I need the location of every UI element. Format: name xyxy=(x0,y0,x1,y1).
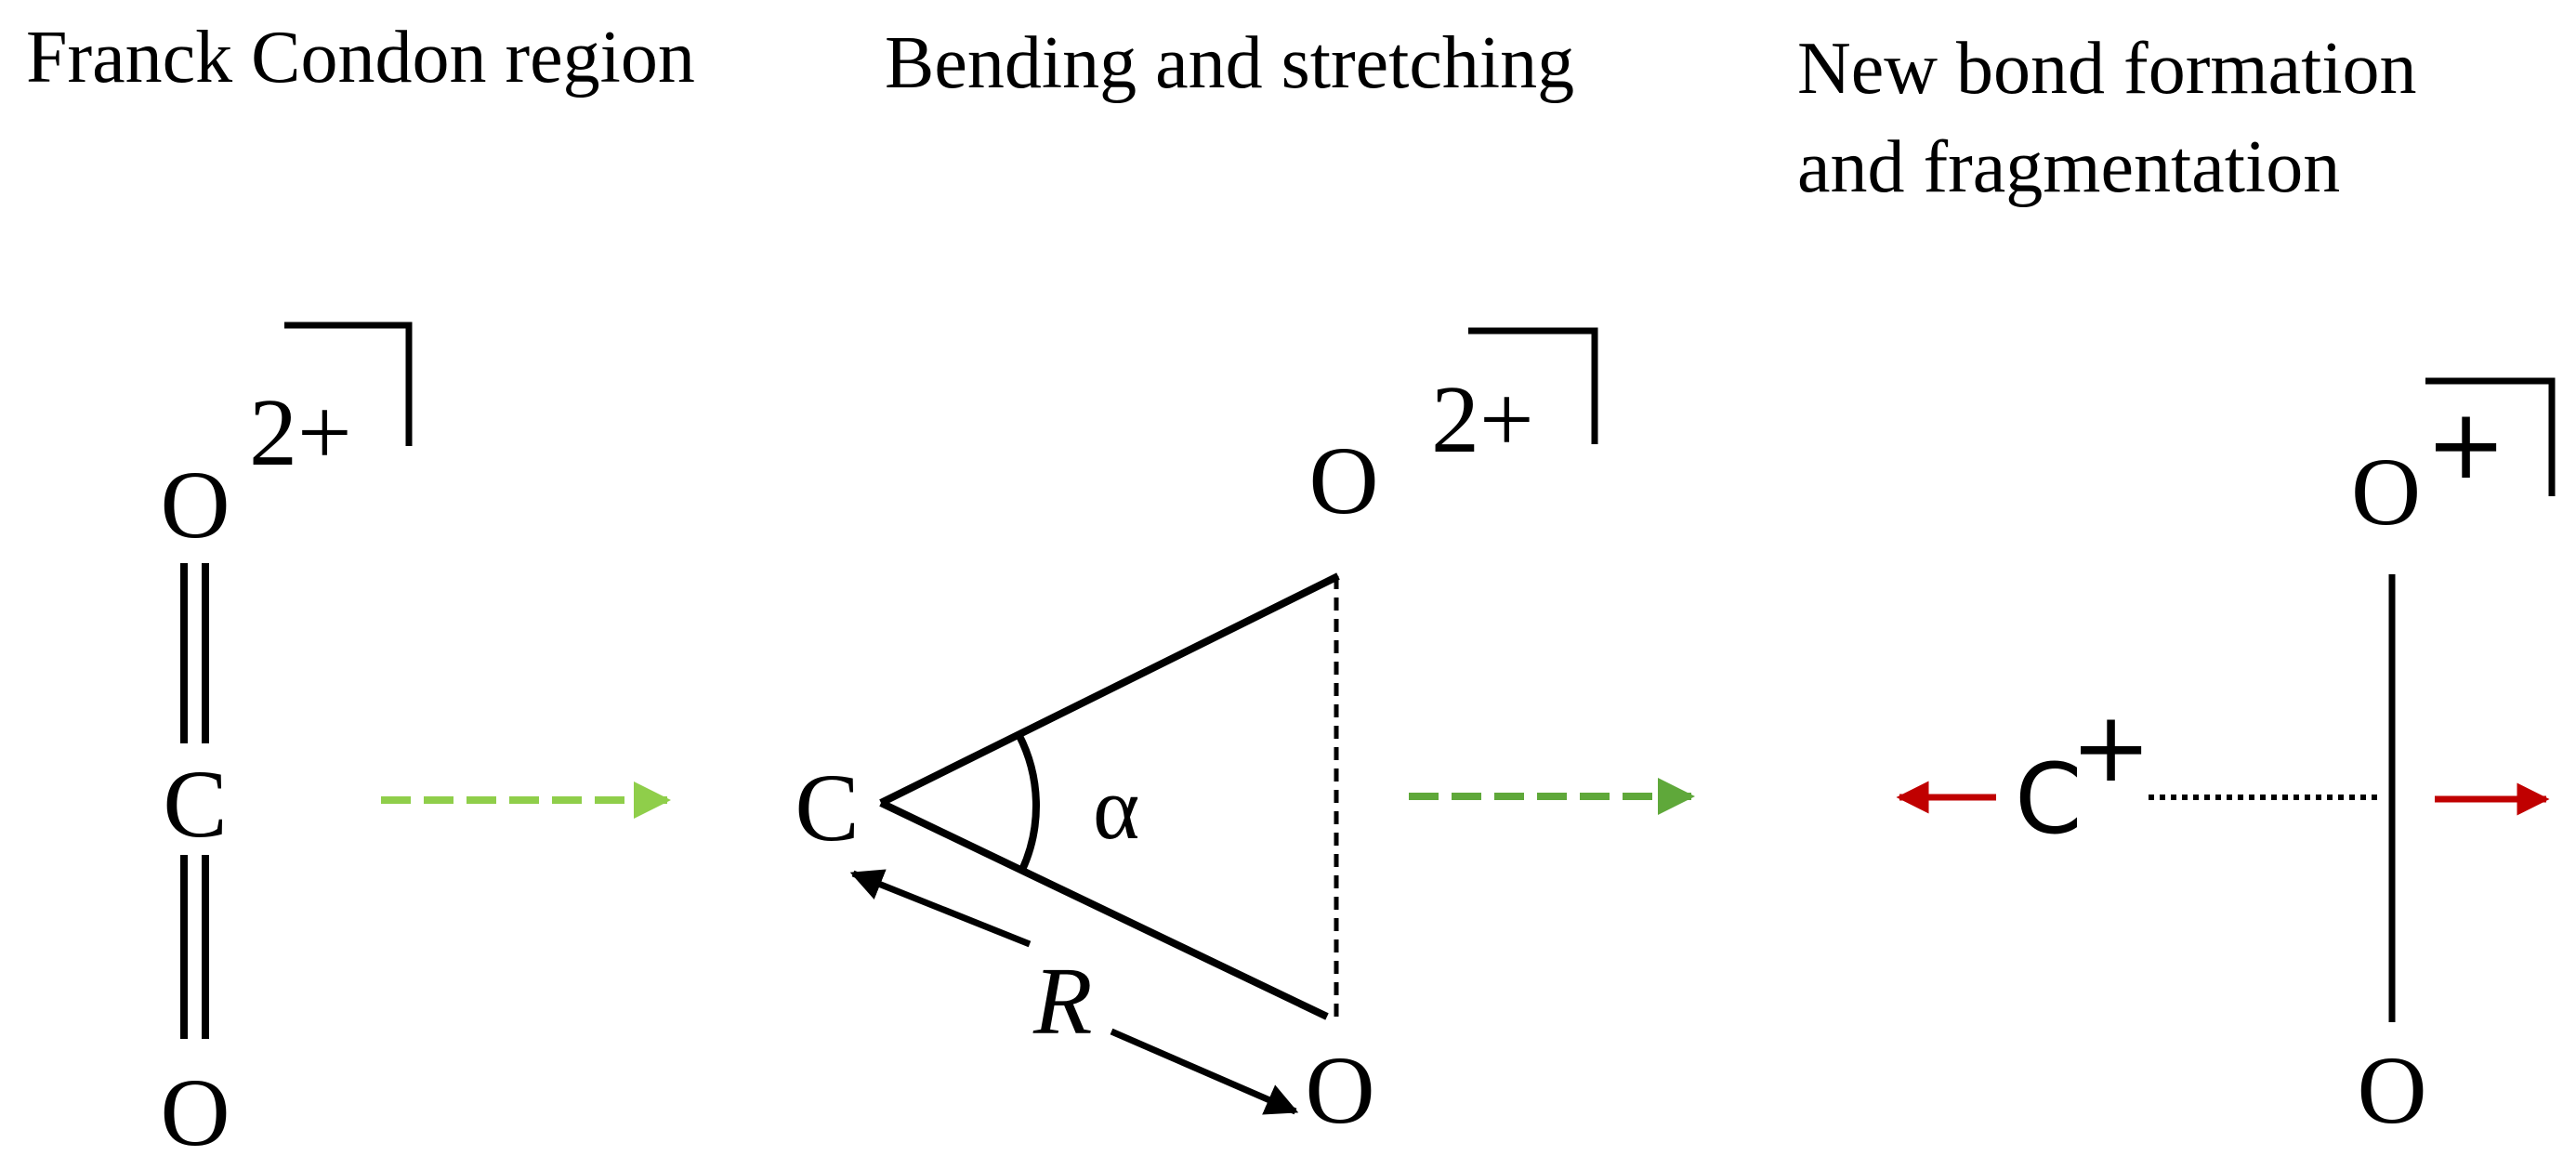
molecule-2-distance-arrow-left xyxy=(849,869,1032,948)
molecule-2-bond-lower xyxy=(879,799,1329,1020)
molecule-2-carbon: C xyxy=(795,755,859,861)
molecule-3-carbon: C xyxy=(2015,742,2083,856)
molecule-2-bond-upper xyxy=(879,572,1340,807)
molecule-1-carbon: C xyxy=(163,751,227,858)
molecule-1-linear: O C O 2+ xyxy=(160,322,413,1166)
molecule-2-oxygen-bottom: O xyxy=(1305,1037,1374,1144)
panel-2-title: Bending and stretching xyxy=(885,22,1574,104)
molecule-1-oxygen-bottom: O xyxy=(160,1059,230,1166)
panel-3-title-line-2: and fragmentation xyxy=(1797,126,2340,208)
molecule-2-distance-arrow-right xyxy=(1110,1028,1299,1115)
molecule-2-bent: C O O 2+ α R xyxy=(795,327,1598,1144)
molecule-1-charge-bracket xyxy=(284,322,413,446)
molecule-2-charge-bracket xyxy=(1468,327,1598,444)
molecule-2-oxygen-top: O xyxy=(1308,427,1378,534)
molecule-3-oxygen-bottom: O xyxy=(2357,1037,2426,1144)
molecule-3-oxygen-top-charge: + xyxy=(2425,387,2506,501)
molecule-2-charge: 2+ xyxy=(1431,366,1534,473)
molecule-2-angle-arc xyxy=(1015,732,1040,872)
molecule-3-charge-bracket xyxy=(2425,377,2556,496)
molecule-2-distance-label: R xyxy=(1032,948,1093,1055)
molecule-3-fragmentation: C + O + O xyxy=(1896,377,2556,1144)
panel-3-title-line-1: New bond formation xyxy=(1797,28,2417,110)
molecule-3-oxygen-top: O xyxy=(2351,439,2421,545)
molecule-3-carbon-charge: + xyxy=(2070,690,2151,804)
panel-1-title: Franck Condon region xyxy=(26,17,695,99)
molecule-1-oxygen-top: O xyxy=(160,452,230,558)
molecule-2-angle-label: α xyxy=(1093,758,1139,858)
molecule-1-charge: 2+ xyxy=(249,379,352,486)
